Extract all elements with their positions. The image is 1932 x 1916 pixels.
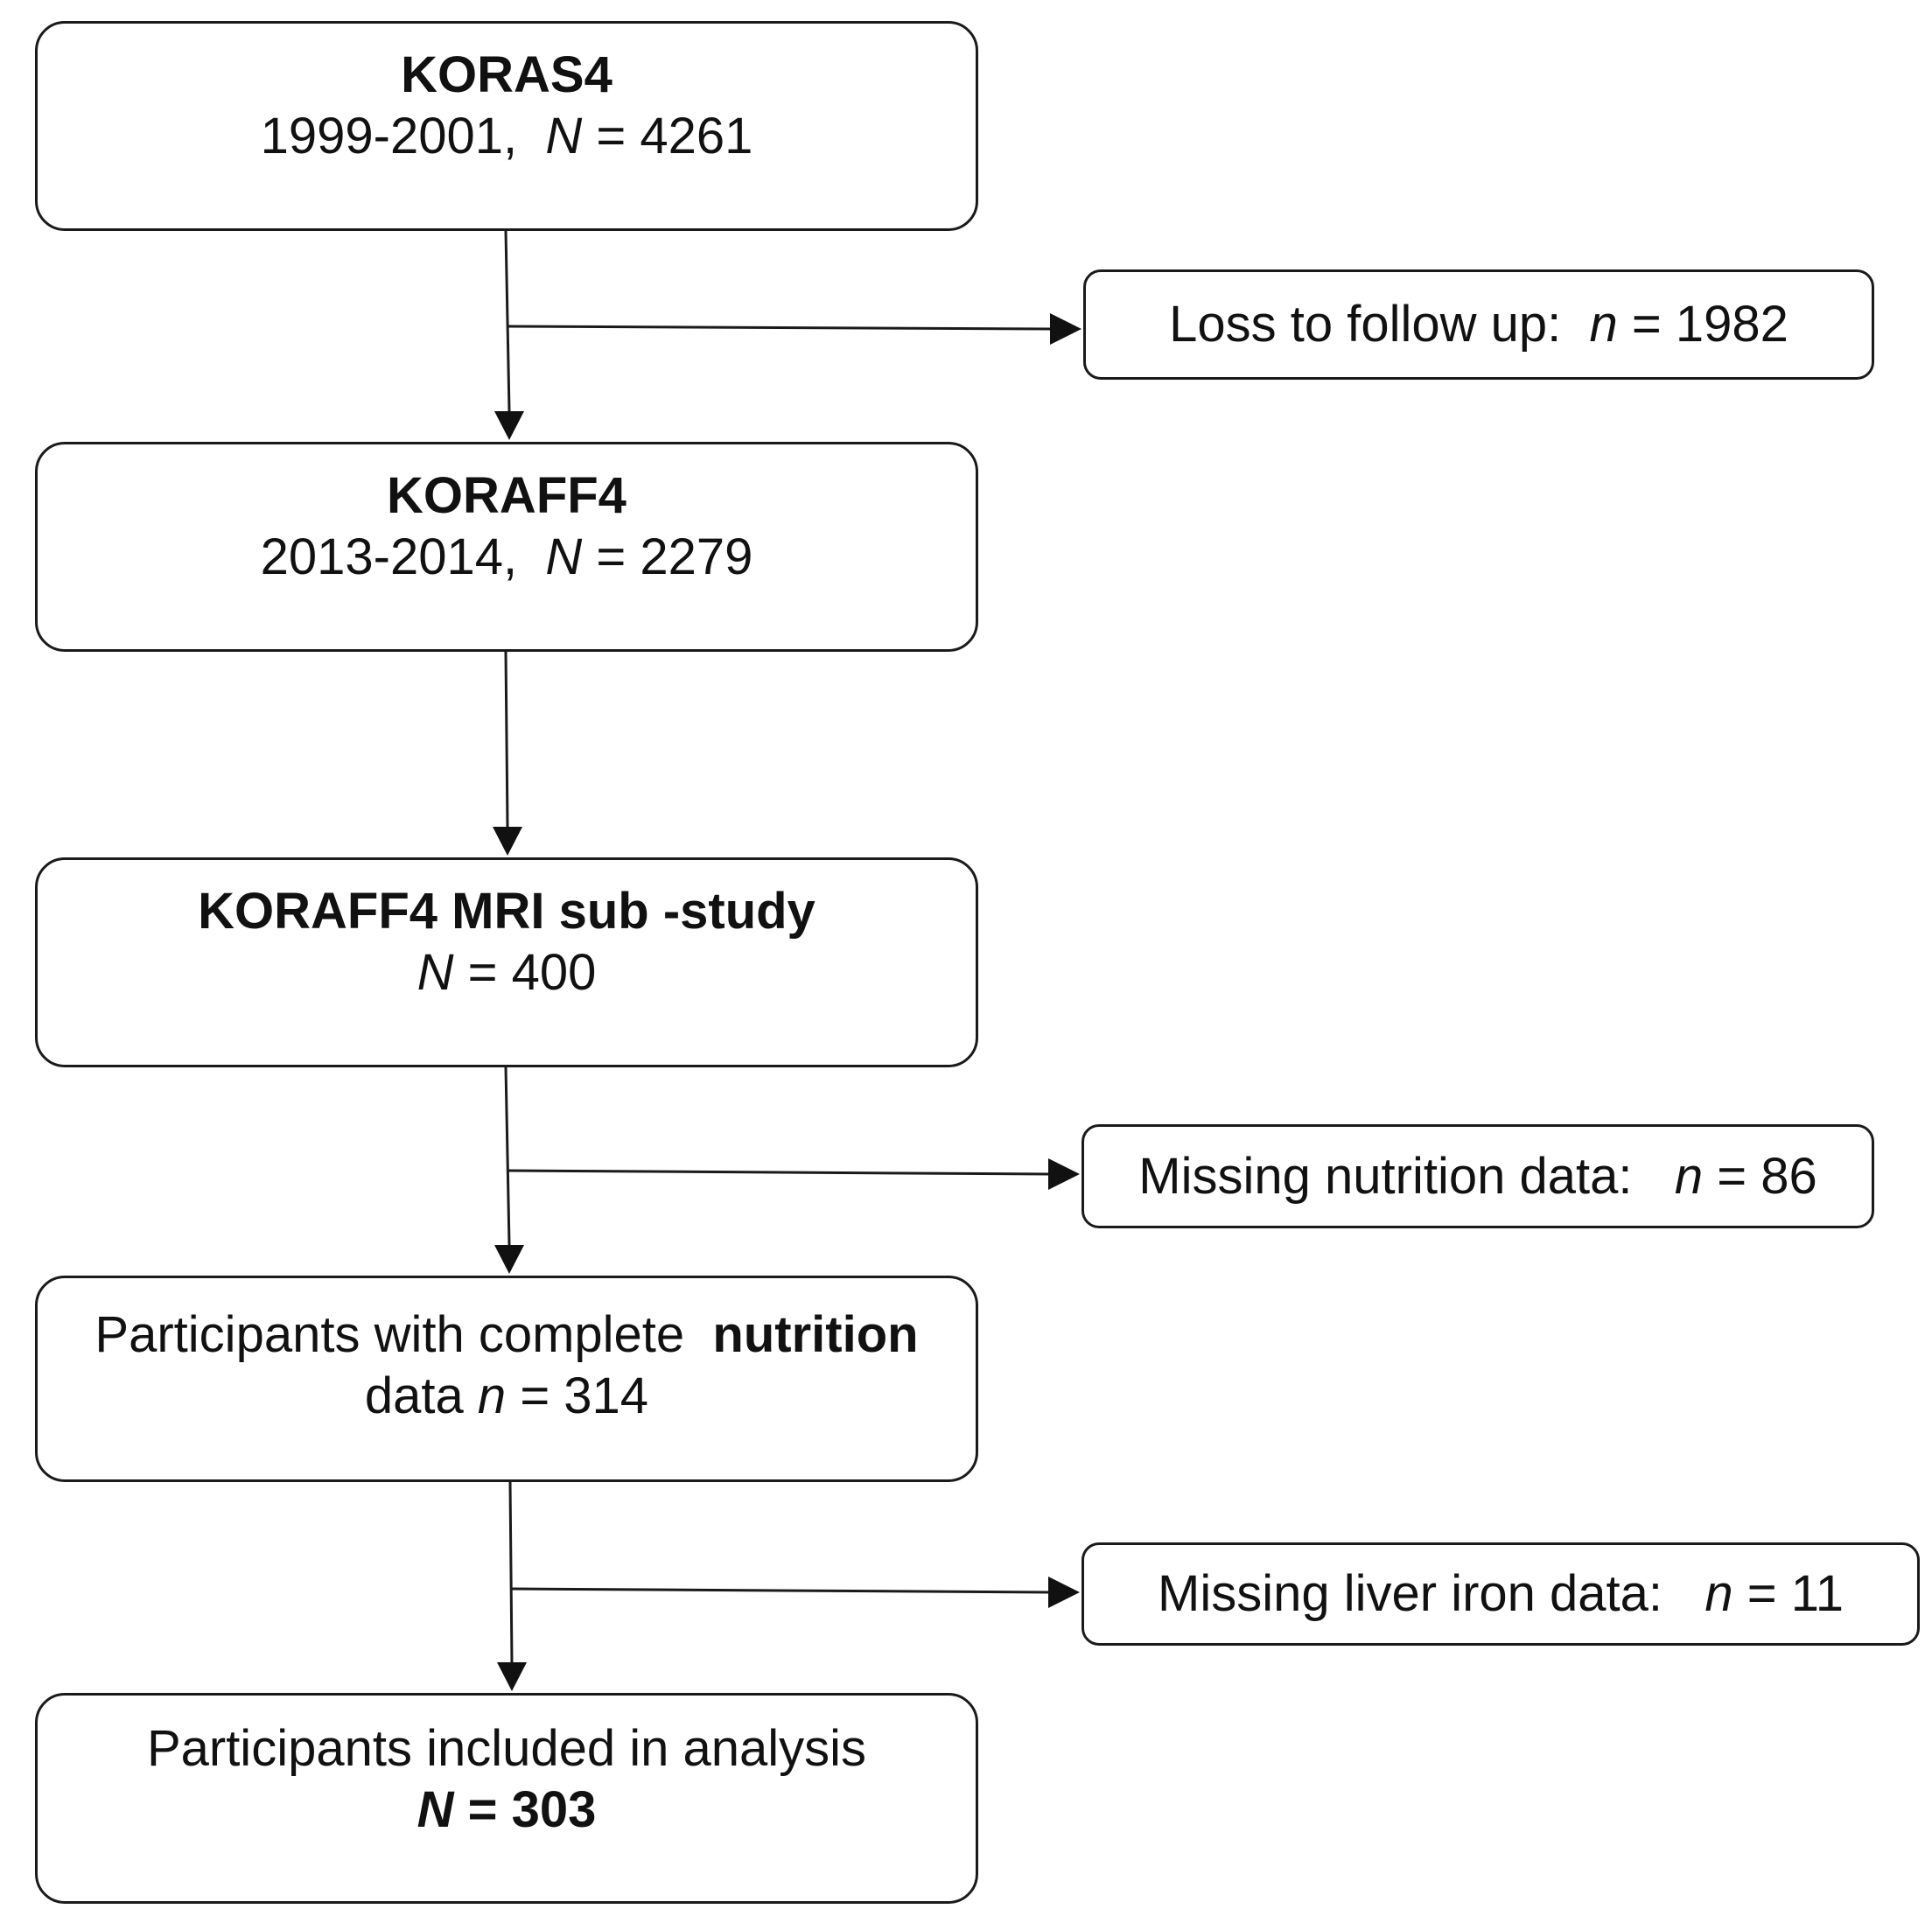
box-loss-to-follow-up: Loss to follow up: n = 1982 <box>1083 269 1874 380</box>
loss-n-symbol: n <box>1589 296 1618 353</box>
iron-n-value: = 11 <box>1746 1565 1844 1622</box>
arrow-to-missing-nutrition <box>507 1169 1051 1176</box>
arrowhead-final <box>497 1662 527 1691</box>
koras4-count-line: 1999-2001, N = 4261 <box>261 106 753 167</box>
box-complete-nutrition: Participants with complete nutrition dat… <box>35 1276 978 1482</box>
final-line1: Participants included in analysis <box>146 1720 867 1777</box>
complete-line1-bold: nutrition <box>712 1306 919 1363</box>
arrow-mri-to-complete <box>504 1066 511 1246</box>
complete-line1: Participants with complete nutrition <box>94 1304 918 1366</box>
arrow-to-missing-iron <box>510 1587 1051 1594</box>
complete-n-symbol: n <box>477 1367 507 1424</box>
complete-n-value: = 314 <box>520 1367 649 1424</box>
mri-n-symbol: N <box>416 944 454 1001</box>
box-koras4: KORAS4 1999-2001, N = 4261 <box>35 21 978 231</box>
box-missing-liver-iron: Missing liver iron data: n = 11 <box>1082 1542 1920 1646</box>
koras4-n-value: = 4261 <box>596 108 753 164</box>
final-n-symbol: N <box>416 1781 454 1838</box>
arrowhead-loss <box>1050 313 1082 345</box>
arrow-koras4-to-koraff4 <box>504 230 511 412</box>
loss-label: Loss to follow up: <box>1169 296 1590 353</box>
iron-label: Missing liver iron data: <box>1158 1565 1705 1622</box>
arrow-to-loss <box>507 325 1053 331</box>
nutrition-n-symbol: n <box>1674 1147 1704 1205</box>
final-n-value: = 303 <box>467 1781 597 1838</box>
box-mri-substudy: KORAFF4 MRI sub -study N = 400 <box>35 857 978 1067</box>
nutrition-line: Missing nutrition data: n = 86 <box>1138 1146 1816 1207</box>
iron-n-symbol: n <box>1704 1565 1733 1622</box>
arrowhead-missing-iron <box>1048 1577 1080 1608</box>
mri-title: KORAFF4 MRI sub -study <box>198 883 816 940</box>
nutrition-label: Missing nutrition data: <box>1138 1147 1675 1205</box>
final-count-line: N = 303 <box>417 1780 597 1841</box>
complete-line2-plain: data <box>364 1367 478 1424</box>
arrow-koraff4-to-mri <box>504 651 509 828</box>
koraff4-n-value: = 2279 <box>596 528 753 585</box>
loss-n-value: = 1982 <box>1631 296 1788 353</box>
koraff4-n-symbol: N <box>545 528 583 585</box>
arrow-complete-to-final <box>508 1481 514 1663</box>
arrowhead-missing-nutrition <box>1048 1158 1080 1190</box>
complete-line1-plain: Participants with complete <box>94 1306 699 1363</box>
nutrition-n-value: = 86 <box>1717 1147 1817 1205</box>
koraff4-title: KORAFF4 <box>387 467 626 524</box>
koras4-n-symbol: N <box>545 108 583 164</box>
mri-n-value: = 400 <box>467 944 597 1001</box>
arrowhead-koraff4 <box>494 411 524 440</box>
koras4-years: 1999-2001, <box>260 108 518 164</box>
box-koraff4: KORAFF4 2013-2014, N = 2279 <box>35 442 978 652</box>
loss-line: Loss to follow up: n = 1982 <box>1169 294 1788 355</box>
koras4-title: KORAS4 <box>401 46 612 103</box>
complete-line2: data n = 314 <box>365 1366 648 1427</box>
arrowhead-complete <box>494 1245 524 1274</box>
box-missing-nutrition: Missing nutrition data: n = 86 <box>1082 1124 1874 1228</box>
mri-count-line: N = 400 <box>417 942 597 1003</box>
arrowhead-mri <box>493 827 522 856</box>
box-final-analysis: Participants included in analysis N = 30… <box>35 1693 978 1904</box>
koraff4-count-line: 2013-2014, N = 2279 <box>261 527 753 588</box>
koraff4-years: 2013-2014, <box>260 528 518 585</box>
iron-line: Missing liver iron data: n = 11 <box>1158 1563 1844 1625</box>
